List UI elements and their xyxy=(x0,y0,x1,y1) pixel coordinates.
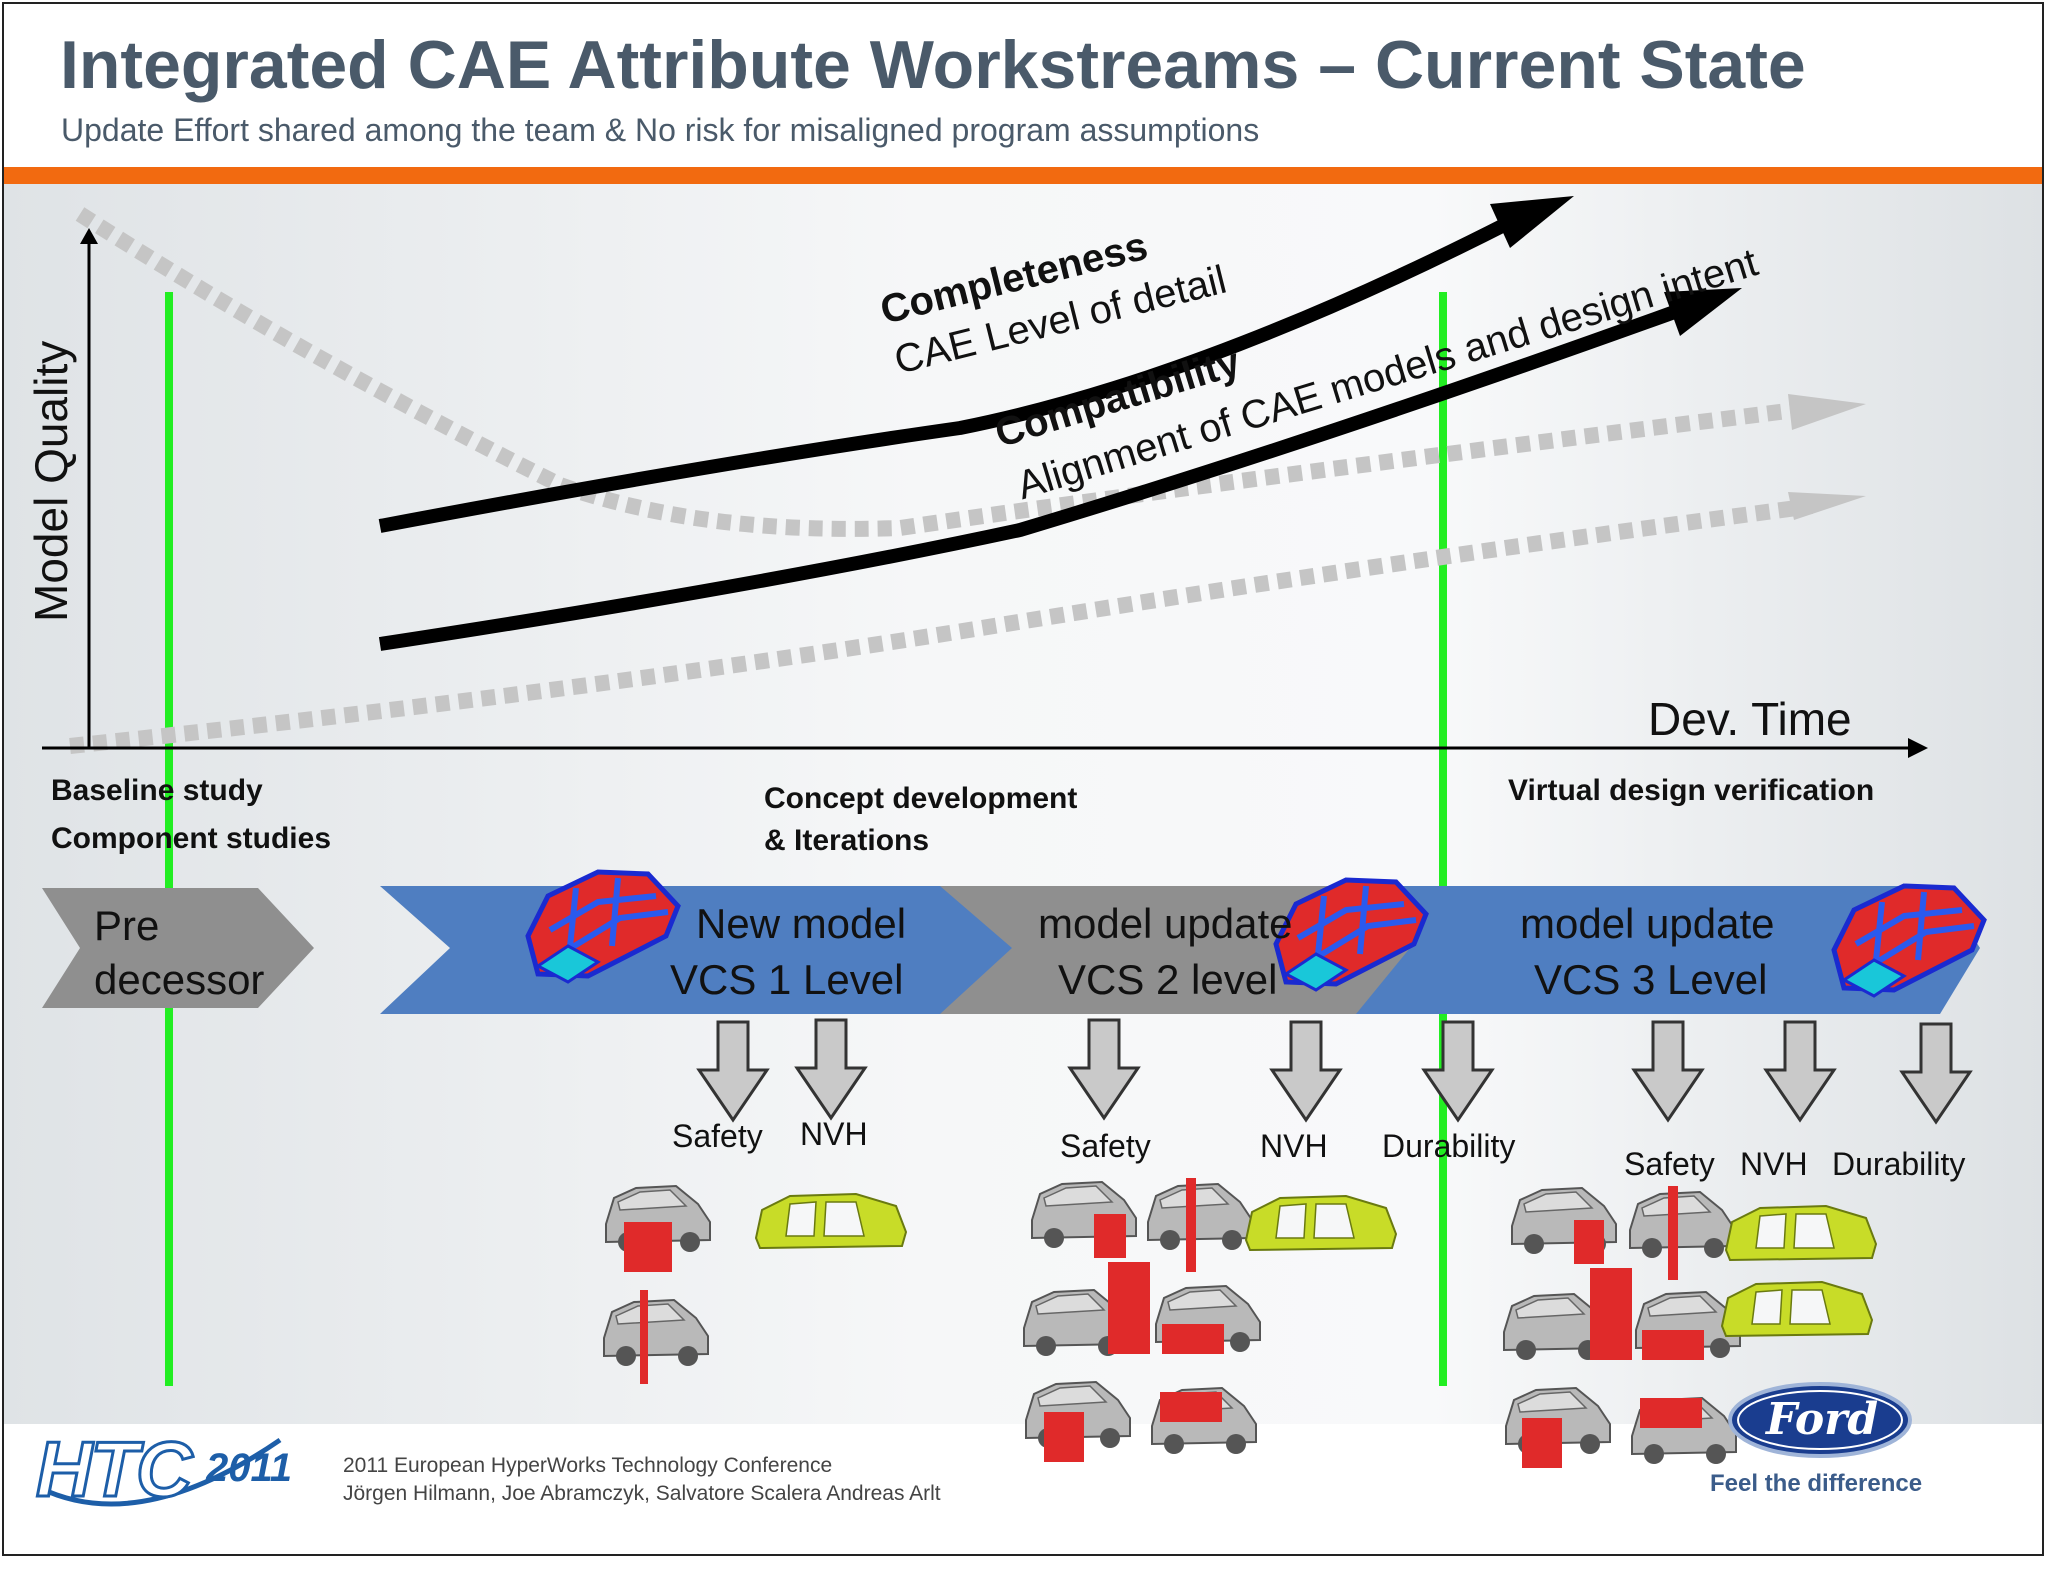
barrier-g3-front xyxy=(1574,1220,1604,1264)
barrier-g2-top xyxy=(1160,1392,1222,1422)
phase-virtual: Virtual design verification xyxy=(1508,774,1875,807)
stage-vcs2-line1: model update xyxy=(1038,900,1293,947)
phase-concept-line2: & Iterations xyxy=(764,824,930,857)
attr-g3-durability: Durability xyxy=(1832,1146,1966,1182)
bodyshell-model-g2 xyxy=(1245,1195,1397,1251)
htc-logo-text: HTC xyxy=(34,1424,193,1515)
compatibility-arrowhead xyxy=(1664,288,1742,336)
ford-oval-inner xyxy=(1737,1390,1903,1450)
pole-g3 xyxy=(1668,1186,1678,1280)
barrier-g2-front xyxy=(1094,1214,1126,1258)
down-arrow-g2-safety xyxy=(1068,1018,1140,1120)
dotted-curve-ascending xyxy=(69,498,1814,754)
attr-g3-safety: Safety xyxy=(1624,1146,1715,1182)
dotted-curve-descending xyxy=(75,207,1813,537)
htc-logo-swoosh xyxy=(38,1437,282,1507)
barrier-g2-side xyxy=(1108,1262,1150,1354)
bodyshell-model-g1 xyxy=(755,1193,907,1249)
stage-vcs3-line2: VCS 3 Level xyxy=(1534,956,1768,1003)
safety-model-g3-pole xyxy=(1629,1191,1735,1259)
stage-vcs3-line1: model update xyxy=(1520,900,1775,947)
down-arrow-g2-nvh xyxy=(1270,1020,1342,1122)
ford-tagline: Feel the difference xyxy=(1710,1470,1923,1497)
down-arrow-g2-durability xyxy=(1422,1020,1494,1122)
barrier-g3-top xyxy=(1640,1398,1702,1428)
stage-vcs1-line1: New model xyxy=(696,900,907,947)
attr-g2-nvh: NVH xyxy=(1260,1128,1328,1164)
bodyshell-model-g3a xyxy=(1725,1205,1877,1261)
htc-logo-year: 2011 xyxy=(206,1446,293,1490)
slide-frame: Integrated CAE Attribute Workstreams – C… xyxy=(2,2,2044,1556)
pole-g2 xyxy=(1186,1178,1196,1272)
attr-g2-durability: Durability xyxy=(1382,1128,1516,1164)
y-axis-label: Model Quality xyxy=(25,340,77,622)
author-list: Jörgen Hilmann, Joe Abramczyk, Salvatore… xyxy=(343,1482,941,1505)
phase-concept-line1: Concept development xyxy=(764,782,1078,815)
phase-baseline-line1: Baseline study xyxy=(51,774,263,807)
dotted-arrowhead-2 xyxy=(1788,492,1866,520)
down-arrow-g3-nvh xyxy=(1764,1020,1836,1122)
barrier-g2-rear xyxy=(1162,1324,1224,1354)
x-axis-label: Dev. Time xyxy=(1648,693,1852,745)
barrier-g3-offset xyxy=(1522,1418,1562,1468)
down-arrow-g1-nvh xyxy=(795,1018,867,1120)
down-arrow-g3-durability xyxy=(1900,1022,1972,1124)
ford-oval xyxy=(1728,1382,1912,1458)
stage-predecessor-line2: decessor xyxy=(94,956,265,1003)
down-arrow-g3-safety xyxy=(1632,1020,1704,1122)
pole-g1 xyxy=(640,1290,648,1384)
safety-model-g2-pole xyxy=(1147,1183,1253,1251)
conference-name: 2011 European HyperWorks Technology Conf… xyxy=(343,1454,833,1477)
barrier-side xyxy=(624,1222,672,1272)
dotted-arrowhead-1 xyxy=(1788,394,1866,430)
completeness-curve xyxy=(378,215,1514,533)
stage-vcs1-line2: VCS 1 Level xyxy=(670,956,904,1003)
attr-g1-nvh: NVH xyxy=(800,1116,868,1152)
bodyshell-model-g3b xyxy=(1721,1281,1873,1337)
y-axis-arrowhead xyxy=(80,228,98,244)
safety-model-pole xyxy=(603,1299,709,1367)
stage-predecessor-line1: Pre xyxy=(94,902,160,949)
header-divider xyxy=(4,167,2042,184)
down-arrow-g1-safety xyxy=(697,1020,769,1122)
page-title: Integrated CAE Attribute Workstreams – C… xyxy=(60,27,1806,103)
compatibility-curve xyxy=(378,303,1683,651)
x-axis-arrowhead xyxy=(1908,738,1928,758)
attr-g3-nvh: NVH xyxy=(1740,1146,1808,1182)
stage-chevron-predecessor xyxy=(42,888,314,1008)
phase-baseline-line2: Component studies xyxy=(51,822,332,855)
barrier-g3-rear xyxy=(1642,1330,1704,1360)
ford-logo-text: Ford xyxy=(1766,1394,1879,1445)
attr-g2-safety: Safety xyxy=(1060,1128,1151,1164)
stage-vcs2-line2: VCS 2 level xyxy=(1058,956,1278,1003)
attr-g1-safety: Safety xyxy=(672,1118,763,1154)
stage-chevron-vcs3 xyxy=(1340,886,1980,1014)
barrier-g3-side xyxy=(1590,1268,1632,1360)
barrier-g2-offset xyxy=(1044,1412,1084,1462)
completeness-arrowhead xyxy=(1490,196,1574,248)
page-subtitle: Update Effort shared among the team & No… xyxy=(61,112,1260,148)
